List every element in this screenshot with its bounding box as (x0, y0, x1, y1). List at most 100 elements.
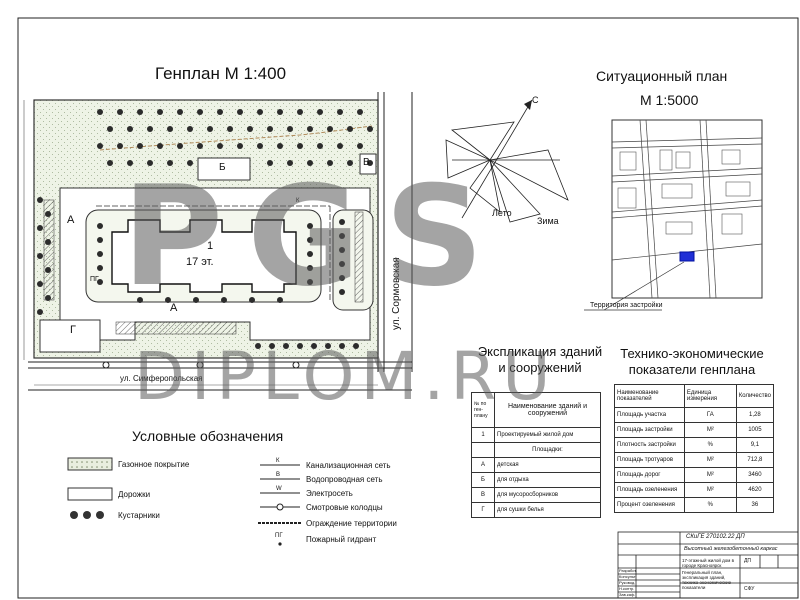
shrub-mark (307, 265, 313, 271)
shrub-mark (127, 126, 133, 132)
shrub-mark (137, 109, 143, 115)
shrub-mark (97, 237, 103, 243)
legend-paths: Дорожки (118, 490, 151, 499)
shrub-mark (307, 223, 313, 229)
shrub-mark (277, 297, 283, 303)
shrub-mark (187, 160, 193, 166)
situation-scale: М 1:5000 (640, 92, 699, 108)
legend-code-pg: ПГ (275, 533, 283, 539)
stamp-role: Н.контр. (619, 586, 635, 591)
legend-title: Условные обозначения (132, 428, 284, 444)
shrub-mark (177, 109, 183, 115)
shrub-mark (249, 297, 255, 303)
shrub-mark (37, 253, 43, 259)
shrub-mark (255, 343, 261, 349)
shrub-mark (339, 343, 345, 349)
shrub-mark (307, 237, 313, 243)
genplan-title: Генплан М 1:400 (155, 64, 287, 83)
stamp-role: Руковод. (619, 580, 636, 585)
platform-b: Б (219, 162, 226, 173)
tep-title: Технико-экономические показатели генплан… (620, 346, 764, 377)
shrub-mark (339, 261, 345, 267)
shrub-mark (357, 143, 363, 149)
legend-sewer: Канализационная сеть (306, 461, 391, 470)
explication-table: № по ген-плану Наименование зданий и соо… (471, 392, 601, 518)
explication-head-no: № по ген-плану (471, 392, 495, 428)
stamp-sheet-title: 17-этажный жилой дом в городе Красноярск (682, 558, 735, 568)
shrub-mark (307, 251, 313, 257)
tep-row-name: Процент озеленения (614, 497, 685, 513)
shrub-mark (337, 109, 343, 115)
shrub-mark (317, 143, 323, 149)
shrub-mark (347, 160, 353, 166)
shrub-mark (187, 126, 193, 132)
shrub-mark (339, 247, 345, 253)
shrub-mark (339, 233, 345, 239)
stamp-stage: ДП (744, 558, 751, 564)
shrub-mark (307, 279, 313, 285)
shrub-mark (311, 343, 317, 349)
building-floors: 17 эт. (186, 256, 214, 268)
platform-v: В (363, 157, 370, 168)
shrub-mark (283, 343, 289, 349)
tep-head-unit: Единица измерения (683, 384, 737, 408)
shrub-mark (97, 251, 103, 257)
shrub-mark (325, 343, 331, 349)
shrub-mark (37, 225, 43, 231)
shrub-mark (347, 126, 353, 132)
legend-fence: Ограждение территории (306, 519, 397, 528)
stamp-role: Консульт. (619, 574, 637, 579)
legend-code-v: В (276, 472, 281, 478)
shrub-mark (165, 297, 171, 303)
shrub-mark (247, 126, 253, 132)
shrub-mark (97, 143, 103, 149)
hydrant-label: ПГ (90, 276, 99, 283)
shrub-mark (357, 109, 363, 115)
shrub-mark (297, 343, 303, 349)
shrub-mark (37, 309, 43, 315)
shrub-mark (327, 160, 333, 166)
legend-wells: Смотровые колодцы (306, 503, 383, 512)
shrub-mark (367, 160, 373, 166)
shrub-mark (237, 143, 243, 149)
stamp-doc-code: СКиГЕ 270102.22 ДП (686, 534, 745, 540)
tep-table: Наименование показателей Единица измерен… (614, 384, 775, 513)
shrub-mark (287, 160, 293, 166)
shrub-mark (257, 143, 263, 149)
sewer-label: К (296, 198, 300, 204)
shrub-mark (267, 160, 273, 166)
shrub-mark (269, 343, 275, 349)
shrub-mark (97, 265, 103, 271)
tep-row-qty: 36 (735, 497, 775, 513)
tep-row: Процент озеленения%36 (614, 497, 775, 513)
shrub-mark (107, 126, 113, 132)
shrub-mark (327, 126, 333, 132)
situation-caption: Территория застройки (590, 302, 663, 309)
stamp-sheet-sub: Генеральный план, экспликация зданий, те… (682, 570, 732, 590)
shrub-mark (339, 275, 345, 281)
explication-head-name: Наименование зданий и сооружений (494, 392, 601, 428)
shrub-mark (127, 160, 133, 166)
platform-g: Г (70, 324, 76, 336)
rose-winter: Зима (537, 216, 559, 226)
legend-power: Электросеть (306, 489, 353, 498)
shrub-mark (287, 126, 293, 132)
shrub-mark (353, 343, 359, 349)
shrub-mark (197, 109, 203, 115)
legend-hydrant: Пожарный гидрант (306, 535, 377, 544)
shrub-mark (257, 109, 263, 115)
shrub-mark (267, 126, 273, 132)
shrub-mark (337, 143, 343, 149)
shrub-mark (217, 143, 223, 149)
shrub-mark (45, 239, 51, 245)
shrub-mark (37, 281, 43, 287)
shrub-mark (277, 109, 283, 115)
shrub-mark (221, 297, 227, 303)
street-simferopolskaya: ул. Симферопольская (120, 374, 203, 383)
